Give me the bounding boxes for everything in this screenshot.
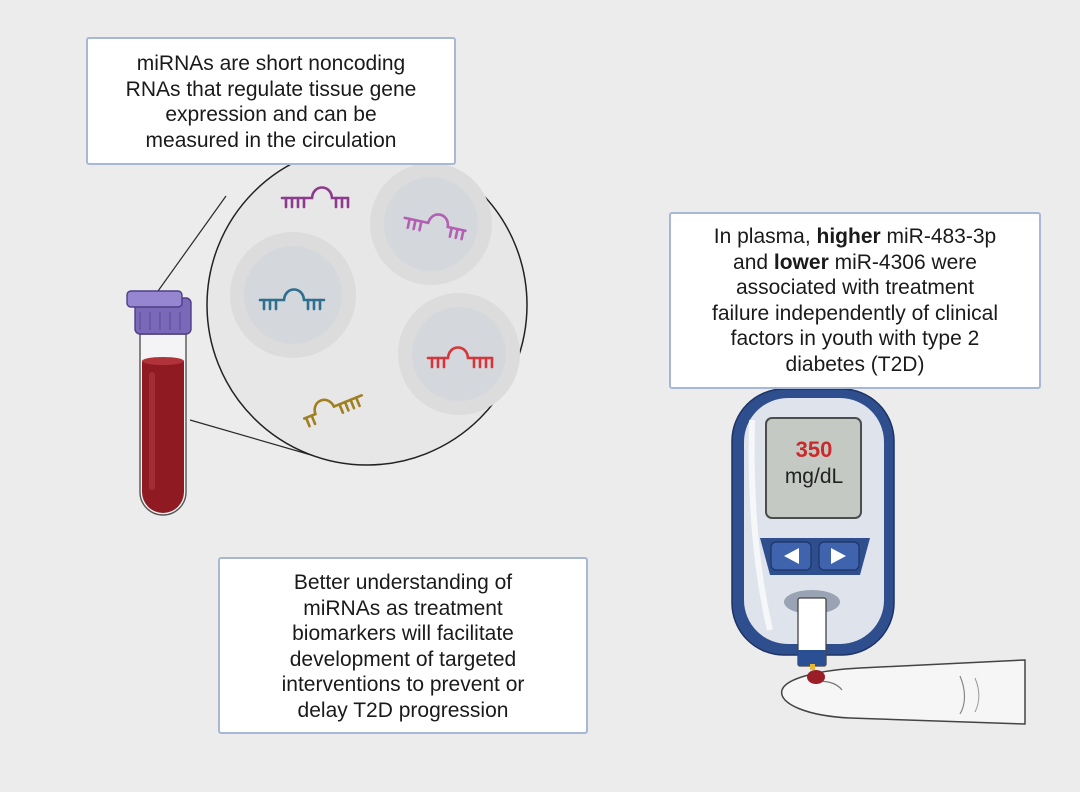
- better-line-6: delay T2D progression: [297, 698, 509, 722]
- mirna-3: [258, 288, 326, 311]
- better-line-1: Better understanding of: [293, 571, 513, 594]
- right-arrow-icon: [831, 548, 846, 564]
- better-line-3: biomarkers will facilitate: [292, 622, 514, 645]
- left-arrow-icon: [784, 548, 799, 564]
- mirna-2: [403, 213, 467, 241]
- better-line-5: interventions to prevent or: [281, 673, 525, 696]
- better-line-2: miRNAs as treatment: [303, 596, 503, 620]
- plasma-line-1: In plasma, higher miR-483-3p: [713, 225, 997, 248]
- blood-tube: [126, 290, 192, 516]
- mirna-line-1: miRNAs are short noncoding: [136, 52, 406, 75]
- plasma-line-2: and lower miR-4306 were: [733, 250, 977, 274]
- zoom-line-bottom: [189, 419, 319, 458]
- meter-reading-value: 350: [795, 437, 833, 462]
- mirna-line-4: measured in the circulation: [145, 128, 397, 152]
- plasma-line-5: factors in youth with type 2: [730, 327, 980, 350]
- plasma-finding-callout: In plasma, higher miR-483-3p and lower m…: [669, 212, 1041, 389]
- mirna-4: [426, 346, 494, 369]
- plasma-line-6: diabetes (T2D): [785, 352, 925, 376]
- vesicle-discs: [230, 163, 520, 415]
- mirna-1: [280, 186, 350, 209]
- plasma-line-4: failure independently of clinical: [711, 301, 998, 325]
- meter-reading-unit: mg/dL: [784, 465, 844, 488]
- mirna-definition-callout: miRNAs are short noncoding RNAs that reg…: [86, 37, 456, 165]
- better-line-4: development of targeted: [289, 647, 517, 671]
- mirna-line-2: RNAs that regulate tissue gene: [125, 77, 417, 101]
- mirna-5: [302, 394, 364, 428]
- finger: [781, 659, 1026, 725]
- meter-screen: [765, 417, 862, 519]
- zoom-line-top: [152, 195, 227, 299]
- future-direction-callout: Better understanding of miRNAs as treatm…: [218, 557, 588, 734]
- glucose-meter: [731, 388, 895, 670]
- mirna-line-3: expression and can be: [165, 103, 377, 126]
- plasma-line-3: associated with treatment: [735, 276, 975, 299]
